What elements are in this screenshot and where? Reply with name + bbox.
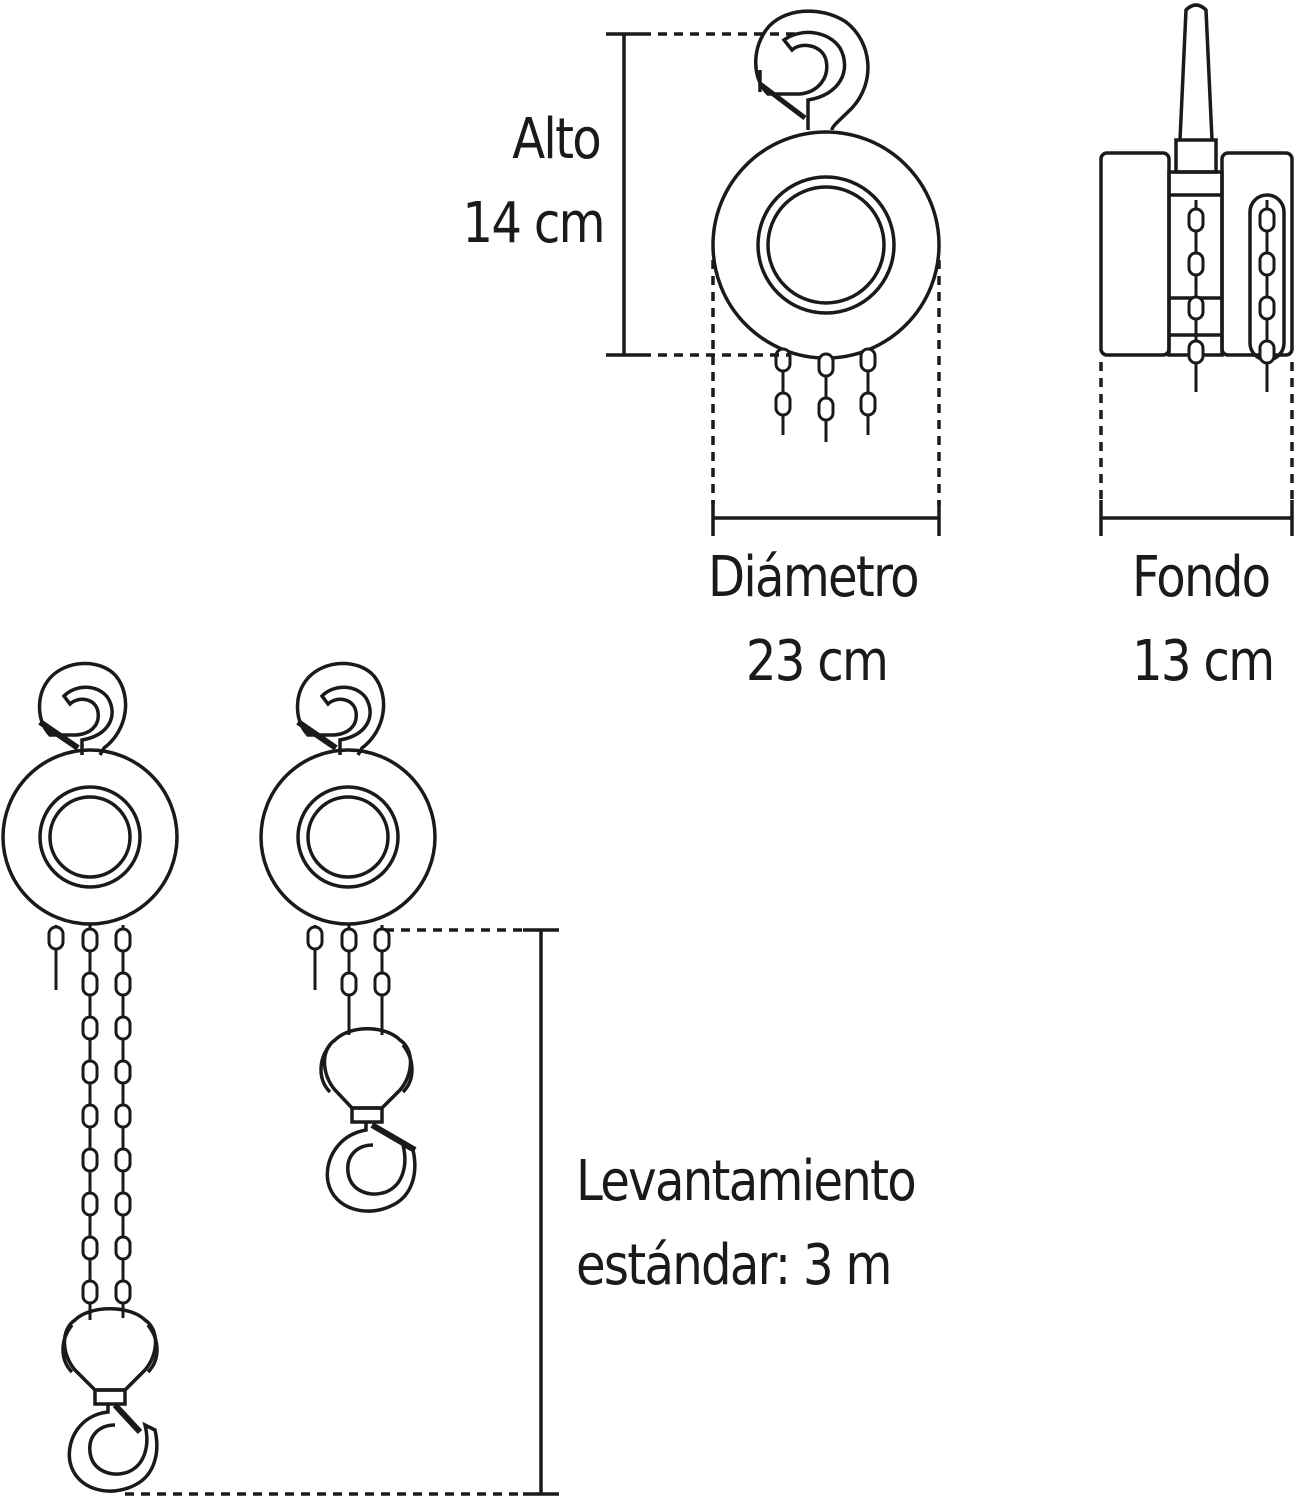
side-housing-right [1220,151,1294,357]
chain-link [1258,339,1276,365]
diameter-label: Diámetro 23 cm [708,536,920,704]
chain-link [340,971,358,997]
top-hook-extended [37,661,128,756]
chain-link [81,1191,99,1217]
chain-link [81,1103,99,1129]
diameter-label-title: Diámetro [708,545,920,610]
retracted-chains [306,925,391,1035]
chain-link [340,927,358,953]
hoist-body-inner-ring [766,185,886,305]
extended-chains [47,925,132,1320]
chain-link [114,1059,132,1085]
chain-link [114,927,132,953]
chain-link [81,1147,99,1173]
chain-link [1258,295,1276,321]
diameter-label-value: 23 cm [745,629,889,694]
bottom-block-extended [61,1307,159,1493]
hoist-front-view [711,9,941,360]
chain-link [81,1015,99,1041]
chain-link [1187,339,1205,365]
depth-label-title: Fondo [1132,545,1271,610]
chain-link [47,925,65,951]
chain-link [81,1235,99,1261]
chain-link [114,1235,132,1261]
chain-link [114,1191,132,1217]
chain-link [81,971,99,997]
chain-link [1258,207,1276,233]
depth-label-value: 13 cm [1132,629,1275,694]
top-hook-retracted [295,661,386,756]
hoist-body-outer-ring [711,130,941,360]
side-view-chains [1187,200,1276,392]
lift-label-title: Levantamiento [576,1149,917,1214]
chain-link [859,347,877,373]
chain-link [1187,207,1205,233]
bottom-block-retracted [319,1027,417,1213]
side-hook-shank [1178,3,1214,141]
chain-link [774,347,792,373]
chain-link [817,352,835,378]
chain-link [81,1059,99,1085]
hoist-body-middle-ring [756,175,896,315]
height-dimension [606,32,800,357]
chain-link [306,925,324,951]
chain-link [81,1279,99,1305]
height-label-value: 14 cm [462,191,605,256]
lift-label-value: estándar: 3 m [576,1233,892,1298]
top-hook-front [754,9,870,131]
chain-link [1187,251,1205,277]
lift-dimension [125,928,559,1496]
chain-link [373,971,391,997]
chain-link [81,927,99,953]
height-label: Alto 14 cm [462,98,605,266]
depth-label: Fondo 13 cm [1132,536,1275,704]
depth-dimension [1099,362,1294,536]
chain-link [114,971,132,997]
side-housing-left [1099,151,1171,357]
chain-link [817,396,835,422]
chain-link [114,1015,132,1041]
hoist-extended [1,661,179,1493]
lift-label: Levantamiento estándar: 3 m [576,1140,917,1308]
front-view-chains [774,347,877,442]
chain-link [114,1279,132,1305]
diameter-dimension [711,260,941,536]
chain-link [114,1103,132,1129]
chain-link [859,391,877,417]
height-label-title: Alto [512,107,602,172]
chain-link [373,927,391,953]
chain-link [1187,295,1205,321]
chain-link [114,1147,132,1173]
hoist-retracted [259,661,437,1213]
chain-link [1258,251,1276,277]
chain-link [774,391,792,417]
